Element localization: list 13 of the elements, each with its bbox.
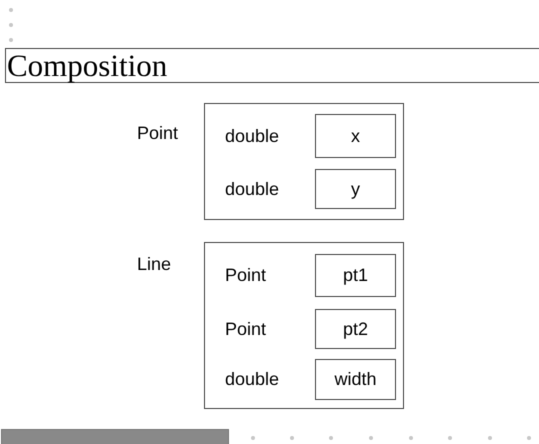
type-name: double xyxy=(225,124,280,148)
type-name: Point xyxy=(225,318,266,340)
field-name: pt1 xyxy=(315,254,396,297)
type-name: Point xyxy=(225,264,266,287)
field-name: x xyxy=(315,114,396,158)
title-band: Composition xyxy=(5,48,539,83)
field-name: y xyxy=(315,169,396,209)
field-name: width xyxy=(315,359,396,400)
field-name: pt2 xyxy=(315,309,396,349)
class-name: Line xyxy=(137,254,172,275)
type-name: double xyxy=(225,178,280,200)
type-name: double xyxy=(225,368,280,391)
class-name: Point xyxy=(137,123,178,144)
